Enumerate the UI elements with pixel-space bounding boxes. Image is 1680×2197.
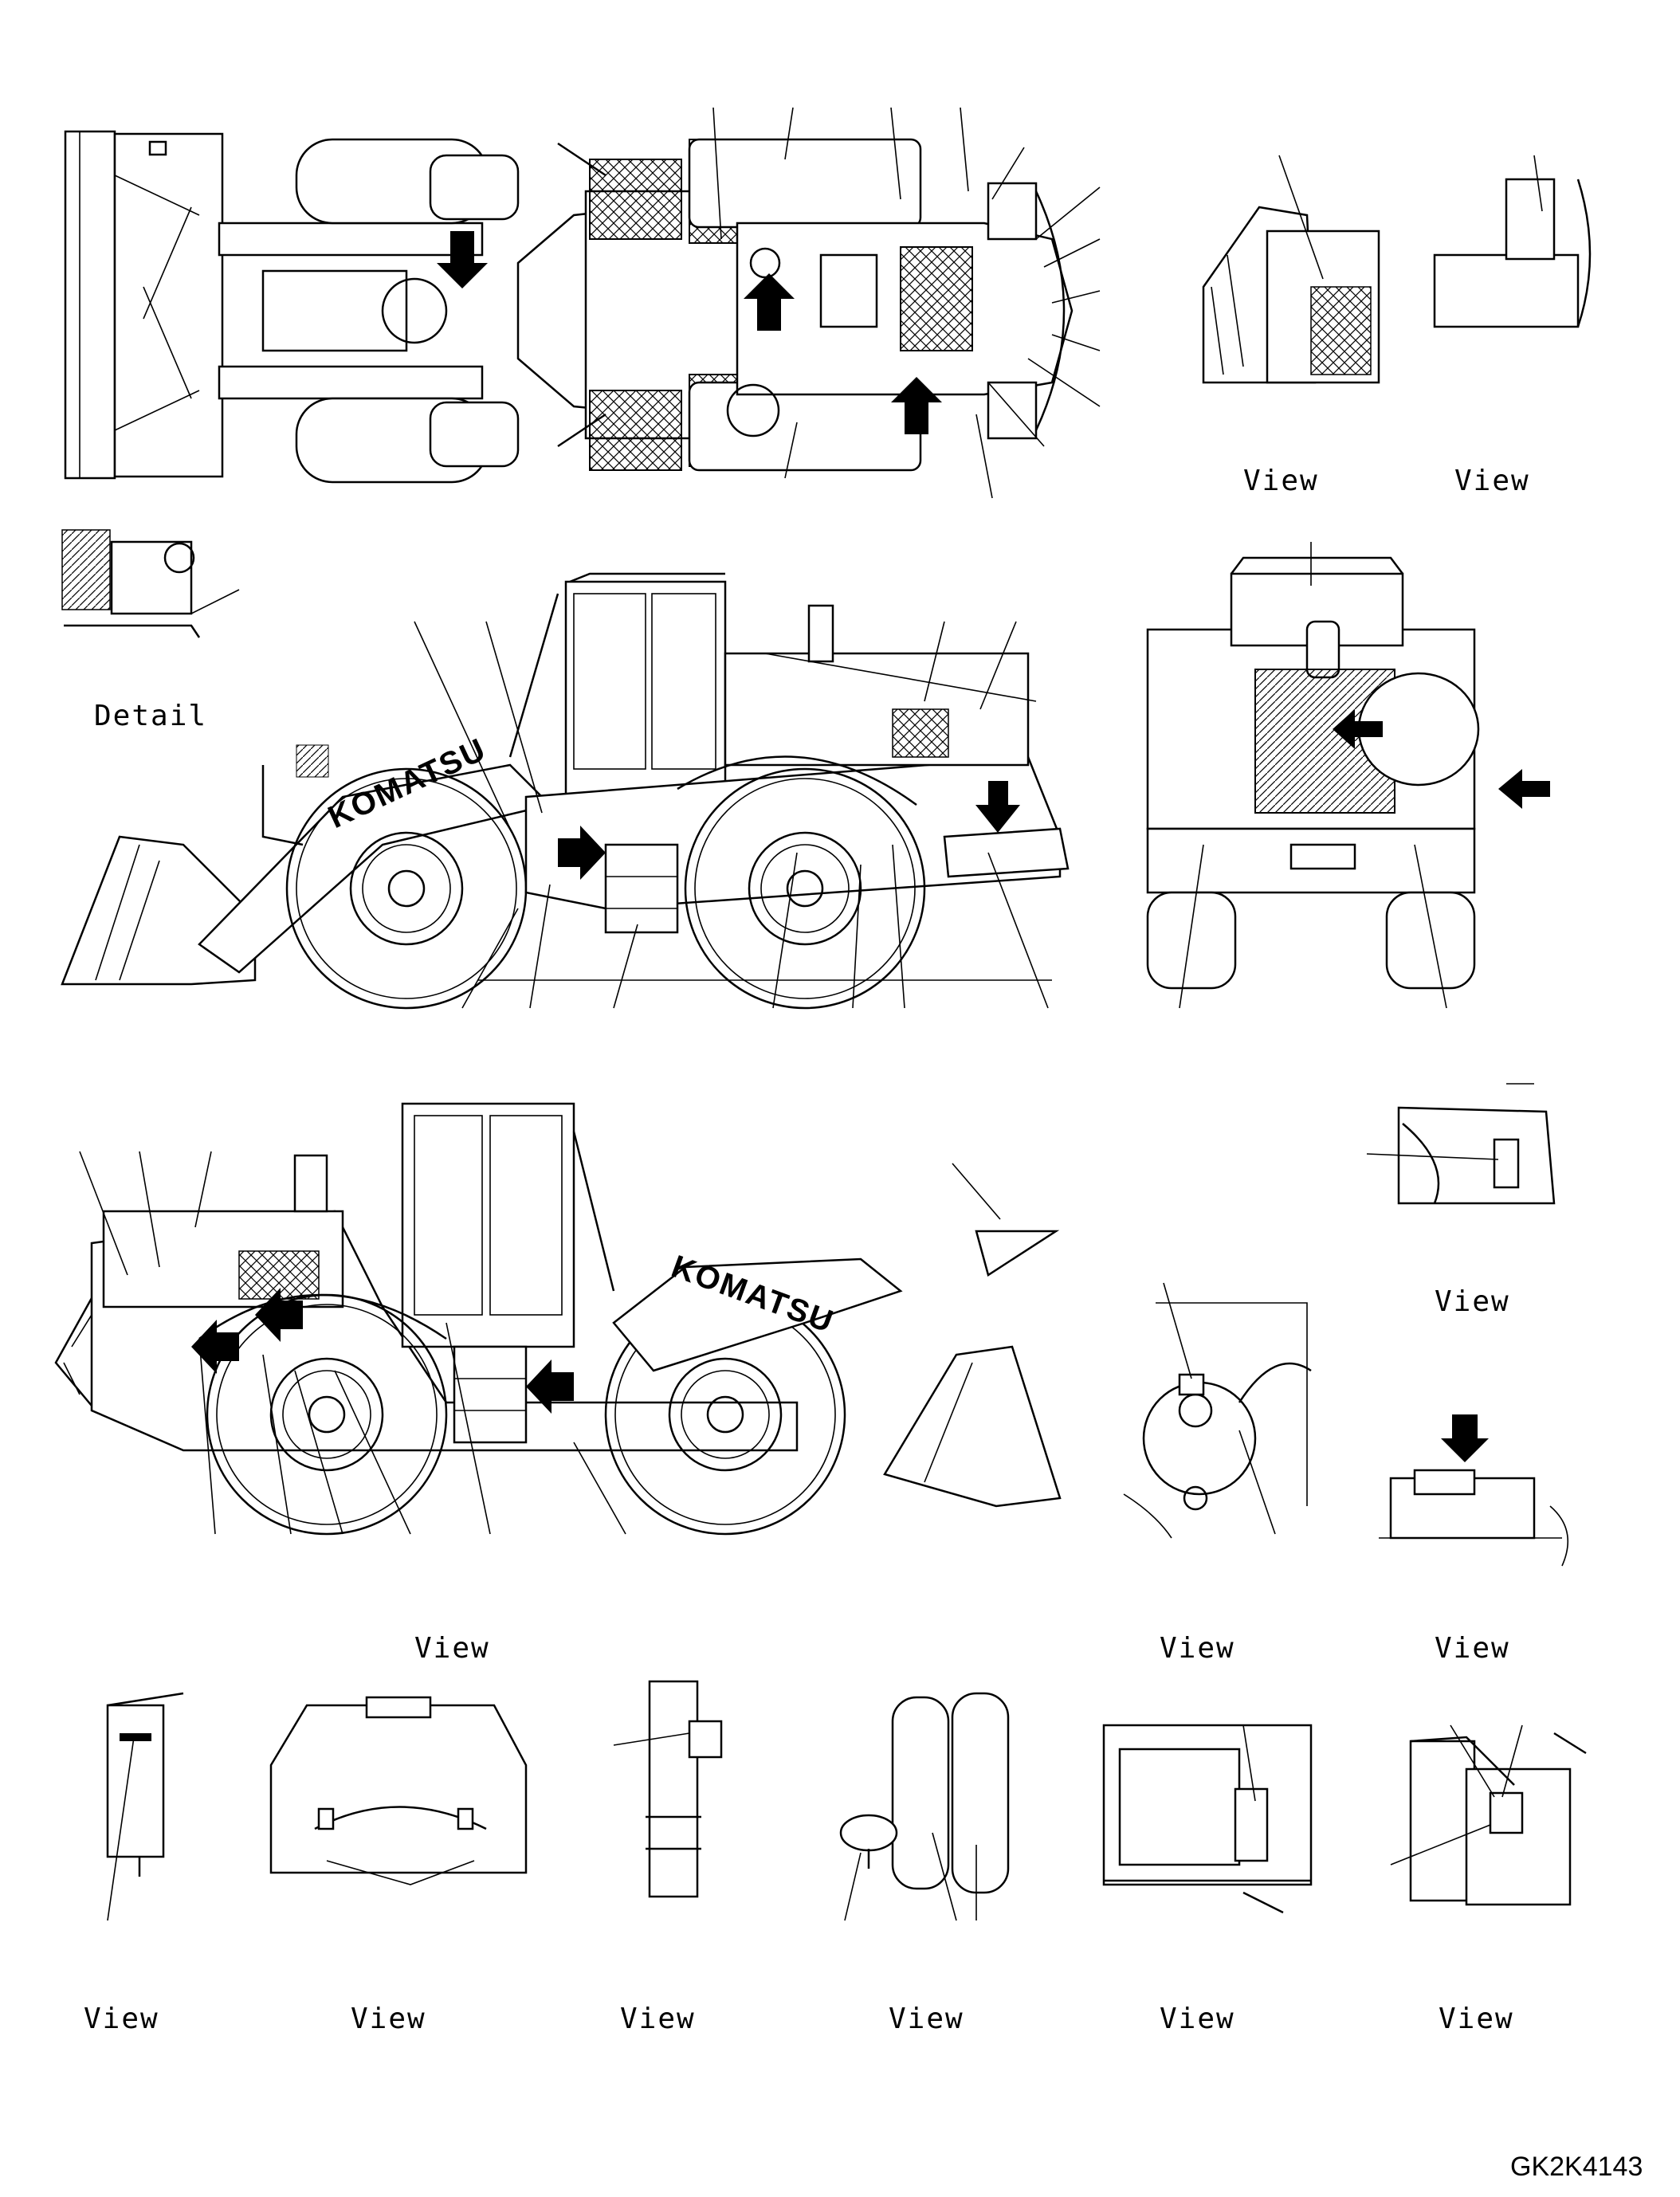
- view-label: View: [620, 2003, 696, 2035]
- bottom-view-4: View: [839, 1692, 1010, 2035]
- view-label: View: [351, 2003, 426, 2035]
- top-right-view-a: View: [1202, 155, 1380, 497]
- detail-view: Detail: [61, 529, 240, 732]
- rear-view: [1146, 542, 1550, 1009]
- bottom-view-1: View: [84, 1692, 184, 2035]
- view-label: View: [1243, 465, 1319, 497]
- right-side-view: KOMATSU View: [54, 1102, 1062, 1665]
- view-label: View: [1435, 1632, 1510, 1665]
- bottom-view-6: View: [1390, 1724, 1587, 2035]
- bottom-view-2: View: [269, 1696, 528, 2035]
- detail-label: Detail: [94, 700, 207, 732]
- direction-triangle: [975, 1230, 1060, 1277]
- drawing-code: GK2K4143: [1510, 2152, 1643, 2182]
- view-label: View: [1435, 1285, 1510, 1318]
- view-label: View: [414, 1632, 490, 1665]
- view-label: View: [1160, 2003, 1235, 2035]
- view-label: View: [1439, 2003, 1514, 2035]
- view-label: View: [1160, 1632, 1235, 1665]
- bottom-view-3: View: [613, 1680, 723, 2035]
- cab-corner-view: View: [1366, 1083, 1556, 1318]
- top-plan-view: [64, 107, 1101, 499]
- view-label: View: [84, 2003, 159, 2035]
- battery-view: View: [1379, 1414, 1568, 1665]
- tank-hose-view: View: [1123, 1282, 1312, 1665]
- top-right-view-b: View: [1433, 155, 1592, 497]
- view-label: View: [889, 2003, 964, 2035]
- left-side-view: KOMATSU: [61, 572, 1070, 1010]
- view-label: View: [1454, 465, 1530, 497]
- bottom-view-5: View: [1102, 1724, 1313, 2035]
